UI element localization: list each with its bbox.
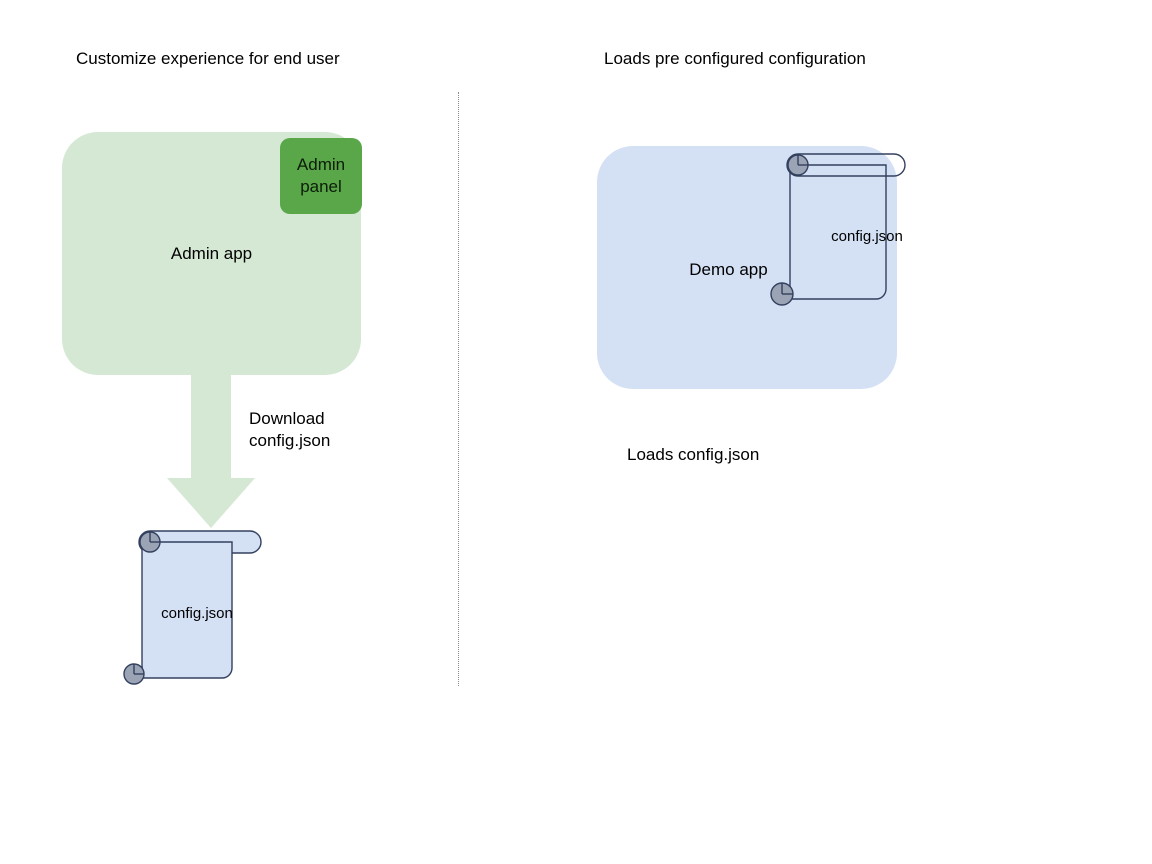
config-json-scroll-left[interactable]: config.json (120, 528, 265, 688)
right-column-heading: Loads pre configured configuration (604, 49, 866, 68)
config-json-scroll-right[interactable]: config.json (770, 152, 910, 307)
admin-panel-label-line2: panel (300, 177, 342, 196)
admin-panel-label: Admin panel (297, 154, 345, 198)
loads-config-note: Loads config.json (627, 445, 760, 464)
download-arrow-label-line2: config.json (249, 431, 331, 450)
scroll-document-icon (123, 530, 262, 685)
demo-app-label: Demo app (689, 260, 768, 279)
download-arrow-icon (167, 370, 255, 528)
admin-app-label: Admin app (170, 244, 253, 263)
scroll-document-icon (770, 153, 906, 306)
config-json-scroll-left-label: config.json (161, 605, 233, 622)
config-json-scroll-right-label: config.json (831, 228, 903, 245)
download-arrow-label-line1: Download (249, 409, 325, 428)
admin-panel-label-line1: Admin (296, 155, 346, 174)
demo-app-box[interactable]: Demo app (597, 146, 897, 389)
download-arrow-label: Download config.json (249, 408, 330, 452)
column-divider (458, 92, 460, 686)
left-column-heading: Customize experience for end user (76, 49, 340, 68)
download-arrow (163, 370, 259, 530)
admin-panel-badge[interactable]: Admin panel (280, 138, 362, 214)
